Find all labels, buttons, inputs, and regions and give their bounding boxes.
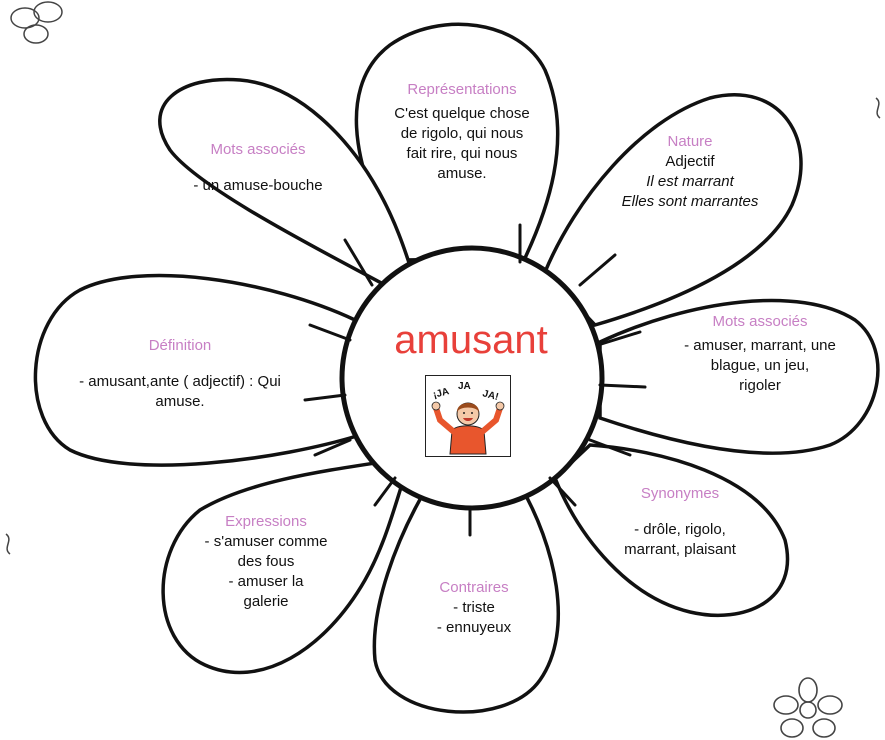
flower-doodle-bottom-right-icon xyxy=(773,677,843,738)
petal-definition xyxy=(33,273,362,467)
nature-example: Elles sont marrantes xyxy=(621,193,759,210)
expressions-line: - s'amuser comme xyxy=(204,533,328,550)
center-word: amusant xyxy=(394,318,548,362)
definition-line: amuse. xyxy=(155,393,205,410)
petal-mots-associes-right xyxy=(598,298,880,455)
petal-nature xyxy=(542,93,803,327)
definition-line: - amusant,ante ( adjectif) : Qui xyxy=(79,373,281,390)
definition-title: Définition xyxy=(148,337,212,354)
squiggle-right-icon xyxy=(875,97,881,119)
ray-lines xyxy=(303,223,647,537)
contraires-line: - triste xyxy=(453,599,495,616)
petal-synonymes xyxy=(552,443,790,618)
petal-representations xyxy=(354,22,560,262)
nature-line: Adjectif xyxy=(665,153,715,170)
representations-line: de rigolo, qui nous xyxy=(400,125,524,142)
mots-associes-right-line: rigoler xyxy=(739,377,781,394)
petal-definition-text: Définition - amusant,ante ( adjectif) : … xyxy=(40,336,320,412)
representations-title: Représentations xyxy=(407,81,517,98)
expressions-title: Expressions xyxy=(225,513,307,530)
representations-line: fait rire, qui nous xyxy=(406,145,518,162)
petal-contraires-text: Contraires - triste - ennuyeux xyxy=(404,578,544,638)
pictogram-text: JA! xyxy=(481,388,499,403)
petal-representations-text: Représentations C'est quelque chose de r… xyxy=(362,80,562,184)
synonymes-line: - drôle, rigolo, xyxy=(634,521,726,538)
mots-associes-left-title: Mots associés xyxy=(210,141,306,158)
nature-example: Il est marrant xyxy=(646,173,734,190)
expressions-line: des fous xyxy=(237,553,295,570)
nature-title: Nature xyxy=(667,133,713,150)
expressions-line: - amuser la xyxy=(228,573,304,590)
representations-line: amuse. xyxy=(437,165,487,182)
mots-associes-right-line: - amuser, marrant, une xyxy=(684,337,836,354)
synonymes-line: marrant, plaisant xyxy=(624,541,736,558)
petal-expressions xyxy=(161,458,407,675)
petal-mots-associes-left-text: Mots associés - un amuse-bouche xyxy=(168,140,348,196)
pictogram-text: ¡JA xyxy=(432,386,450,401)
petal-nature-text: Nature Adjectif Il est marrant Elles son… xyxy=(590,132,790,212)
synonymes-title: Synonymes xyxy=(640,485,720,502)
pictogram-text: JA xyxy=(458,381,471,392)
petal-expressions-text: Expressions - s'amuser comme des fous - … xyxy=(186,512,346,612)
mots-associes-right-title: Mots associés xyxy=(712,313,808,330)
petal-synonymes-text: Synonymes - drôle, rigolo, marrant, plai… xyxy=(590,484,770,560)
mots-associes-left-line: - un amuse-bouche xyxy=(193,177,323,194)
petal-contraires xyxy=(372,480,560,714)
representations-line: C'est quelque chose xyxy=(394,105,530,122)
flower-doodle-top-left-icon xyxy=(10,1,63,44)
expressions-line: galerie xyxy=(243,593,289,610)
petal-mots-associes-left xyxy=(158,77,415,287)
mots-associes-right-line: blague, un jeu, xyxy=(710,357,810,374)
laughing-child-pictogram: ¡JA JA JA! xyxy=(425,375,511,457)
laughing-child-icon: ¡JA JA JA! xyxy=(431,381,505,455)
squiggle-left-icon xyxy=(5,533,11,555)
contraires-title: Contraires xyxy=(439,579,509,596)
contraires-line: - ennuyeux xyxy=(436,619,512,636)
petal-mots-associes-right-text: Mots associés - amuser, marrant, une bla… xyxy=(650,312,870,396)
